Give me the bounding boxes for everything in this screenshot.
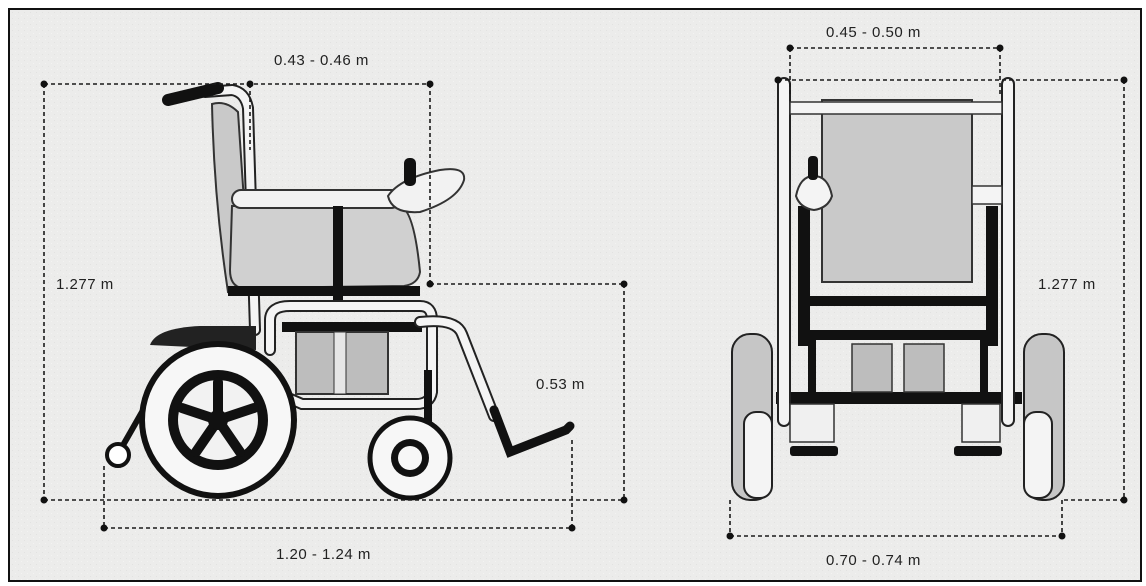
front-seat-width-label: 0.45 - 0.50 m <box>826 24 921 41</box>
front-dimension-lines <box>729 47 1125 537</box>
left-caster <box>743 411 773 499</box>
right-frame-bar <box>986 206 998 346</box>
armrest <box>231 189 401 209</box>
front-dimension-ticks <box>726 44 1128 540</box>
front-battery-right <box>903 343 945 393</box>
side-dimension-ticks <box>40 80 628 532</box>
joystick-controller <box>386 168 466 214</box>
arm-support <box>333 206 343 302</box>
seat-cushion <box>228 205 422 290</box>
left-frame-bar <box>798 206 810 346</box>
side-seat-height-label: 0.53 m <box>536 376 585 393</box>
right-footplate <box>954 446 1002 456</box>
front-armrest-right <box>971 185 1003 205</box>
side-dimension-lines <box>43 83 625 529</box>
cross-bar <box>282 322 422 332</box>
front-joystick <box>794 174 834 212</box>
joystick-knob <box>404 158 416 186</box>
side-height-label: 1.277 m <box>56 276 114 293</box>
footplate <box>489 405 575 458</box>
front-backrest <box>821 99 973 283</box>
right-caster <box>1023 411 1053 499</box>
side-view <box>105 82 575 501</box>
side-length-label: 1.20 - 1.24 m <box>276 546 371 563</box>
seat-rail <box>228 286 420 296</box>
front-width-label: 0.70 - 0.74 m <box>826 552 921 569</box>
front-height-label: 1.277 m <box>1038 276 1096 293</box>
handle-grip <box>162 82 224 106</box>
front-view <box>731 77 1065 501</box>
left-footplate <box>790 446 838 456</box>
axle-bar <box>776 392 1022 404</box>
side-seat-depth-label: 0.43 - 0.46 m <box>274 52 369 69</box>
anti-tip-wheel <box>105 442 131 468</box>
front-battery-left <box>851 343 893 393</box>
